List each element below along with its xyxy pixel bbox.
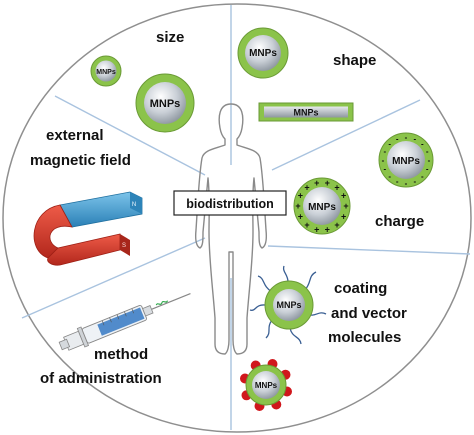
divider-upper-right	[271, 99, 421, 171]
charge-sign: -	[388, 172, 391, 181]
charge-sign: -	[396, 135, 399, 144]
vector-particle: MNPs	[240, 359, 292, 411]
charge-sign: -	[388, 140, 391, 149]
sphere-particle: MNPs	[237, 27, 289, 79]
size-label: size	[156, 29, 184, 46]
charge-sign: +	[295, 201, 300, 211]
rod-particle-label: MNPs	[293, 108, 318, 118]
charge-sign: -	[383, 165, 386, 174]
charge-sign: -	[421, 140, 424, 149]
shape-label: shape	[333, 52, 376, 69]
coated-particle: MNPs	[249, 265, 327, 345]
method-label-line2: of administration	[40, 370, 162, 387]
charge-sign: +	[341, 191, 346, 201]
magnet-north-pole: N	[132, 202, 136, 208]
horseshoe-magnet-icon: N S	[33, 191, 143, 266]
negative-particle: MNPs ----------------	[378, 132, 434, 188]
negative-particle-label: MNPs	[392, 156, 420, 167]
charge-sign: -	[428, 156, 431, 165]
charge-sign: -	[396, 177, 399, 186]
small-particle: MNPs	[90, 55, 122, 87]
rod-particle: MNPs	[258, 102, 354, 122]
charge-sign: +	[334, 182, 339, 192]
charge-sign: +	[325, 225, 330, 235]
charge-sign: -	[426, 147, 429, 156]
coating-chains	[249, 265, 327, 345]
positive-particle: MNPs ++++++++++++++	[293, 177, 351, 235]
charge-label: charge	[375, 213, 424, 230]
coated-particle-label: MNPs	[276, 300, 301, 310]
charge-sign: -	[426, 165, 429, 174]
magnet-south-pole: S	[122, 243, 126, 249]
divider-upper-left	[54, 95, 206, 176]
biodistribution-box	[173, 190, 287, 216]
coating-label-line1: coating	[334, 280, 387, 297]
large-particle-label: MNPs	[150, 98, 181, 110]
vector-particle-label: MNPs	[255, 381, 278, 390]
divider-lower-left	[21, 237, 206, 319]
sector-dividers	[21, 5, 471, 430]
charge-sign: -	[413, 177, 416, 186]
sphere-particle-label: MNPs	[249, 48, 277, 59]
charge-sign: -	[421, 172, 424, 181]
negative-charge-signs: ----------------	[382, 133, 431, 188]
coating-label-line2: and vector	[331, 305, 407, 322]
charge-sign: +	[304, 182, 309, 192]
syringe-icon	[58, 292, 191, 351]
charge-sign: -	[383, 147, 386, 156]
charge-sign: -	[405, 133, 408, 142]
charge-sign: +	[325, 178, 330, 188]
coating-label-line3: molecules	[328, 329, 401, 346]
human-figure	[194, 103, 268, 355]
charge-sign: +	[298, 191, 303, 201]
positive-particle-label: MNPs	[308, 202, 336, 213]
method-label-line1: method	[94, 346, 148, 363]
large-particle: MNPs	[135, 73, 195, 133]
magnetic-label-line1: external	[46, 127, 104, 144]
charge-sign: -	[413, 135, 416, 144]
charge-sign: +	[343, 201, 348, 211]
charge-sign: +	[304, 220, 309, 230]
charge-sign: +	[298, 212, 303, 222]
charge-sign: -	[405, 179, 408, 188]
charge-sign: +	[341, 212, 346, 222]
small-particle-label: MNPs	[96, 69, 116, 76]
magnetic-label-line2: magnetic field	[30, 152, 131, 169]
divider-lower-right	[267, 245, 471, 255]
positive-charge-signs: ++++++++++++++	[295, 178, 348, 235]
charge-sign: -	[382, 156, 385, 165]
charge-sign: +	[334, 220, 339, 230]
charge-sign: +	[314, 225, 319, 235]
biodistribution-label: biodistribution	[186, 197, 273, 211]
charge-sign: +	[314, 178, 319, 188]
